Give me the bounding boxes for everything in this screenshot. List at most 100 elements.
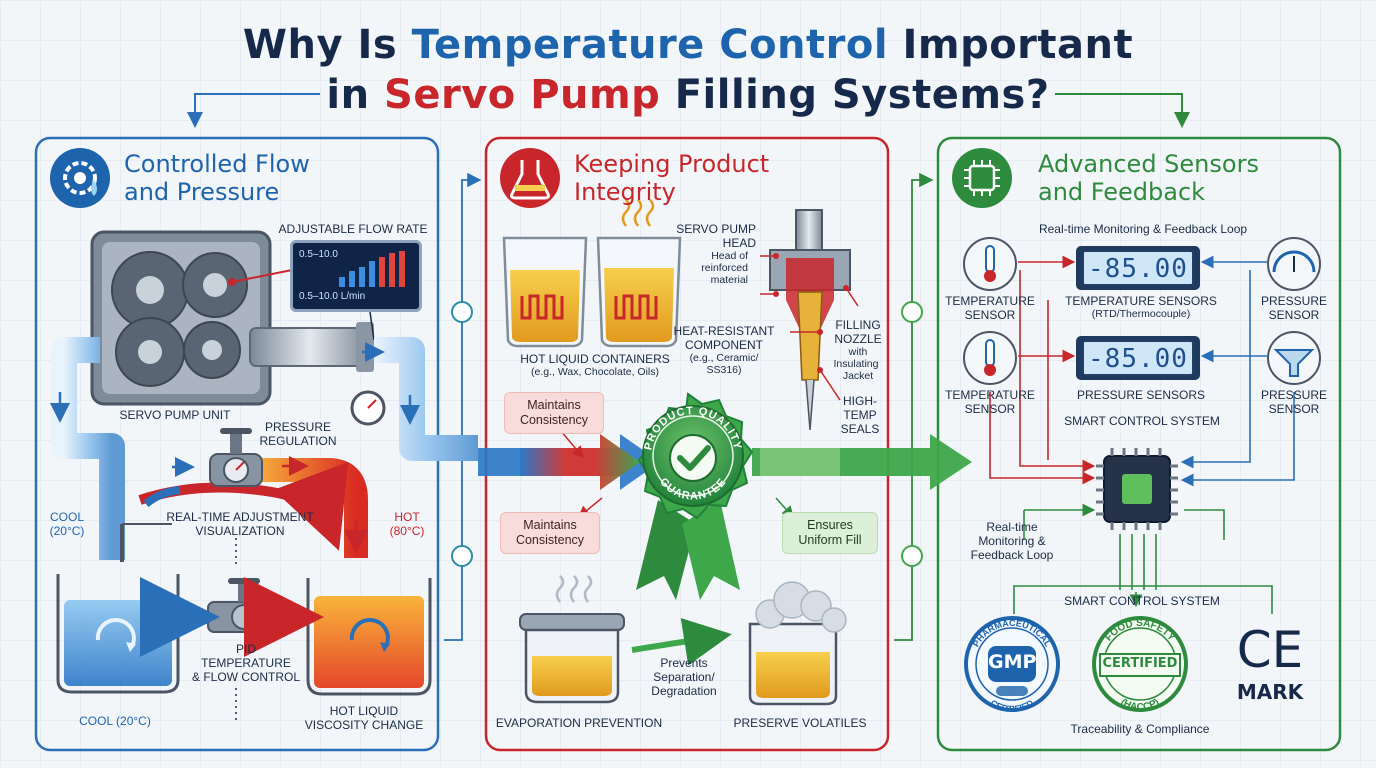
processor-chip-icon [1104,456,1170,522]
panel-title-line-2: Integrity [574,178,676,206]
panel-title-line-1: Advanced Sensors [1038,150,1259,178]
pill-text: Consistency [519,413,589,427]
filling-nozzle-label-1: FILLING [835,318,881,332]
thermometer-icon [964,332,1016,384]
hot-label-2: (80°C) [389,524,425,538]
pressure-sensor-b-label-1: PRESSURE [1260,388,1328,402]
thermometer-icon [964,238,1016,290]
temperature-sensor-b-label-2: SENSOR [964,402,1016,416]
servo-head-label-2: HEAD [722,236,756,250]
hot-label-1: HOT [394,510,420,524]
traceability-label: Traceability & Compliance [1070,722,1210,736]
pressure-sensor-label-2: SENSOR [1268,308,1320,322]
pressure-display: -85.00 [1082,340,1194,376]
temperature-display: -85.00 [1082,250,1194,286]
title-highlight-servo-pump: Servo Pump [384,72,661,118]
flow-range-bottom: 0.5–10.0 L/min [299,291,366,302]
servo-head-label-5: material [710,274,748,286]
flow-bar [389,253,395,287]
flow-bar [359,267,365,287]
chip-icon [952,148,1012,208]
heat-resistant-label-2: COMPONENT [685,338,763,352]
servo-pump-unit-label: SERVO PUMP UNIT [119,408,231,422]
feedback-loop-title: Real-time Monitoring & Feedback Loop [1038,222,1248,236]
evaporation-prevention-label: EVAPORATION PREVENTION [495,716,663,730]
realtime-adjustment-label-1: REAL-TIME ADJUSTMENT [166,510,314,524]
checkmark-icon [668,430,718,480]
heat-resistant-label-3: (e.g., Ceramic/ [689,352,759,364]
prevents-label-3: Degradation [651,684,717,698]
maintains-consistency-pill-1: Maintains Consistency [504,392,604,434]
filling-nozzle-label-4: Insulating [833,358,879,370]
maintains-consistency-pill-2: Maintains Consistency [500,512,600,554]
title-part: Important [888,22,1134,68]
prevents-label-1: Prevents [660,656,708,670]
funnel-icon [1268,332,1320,384]
food-bottom-text: (HACCP) [1119,697,1162,713]
realtime-adjustment-label-2: VISUALIZATION [195,524,285,538]
pressure-regulation-label-2: REGULATION [259,434,337,448]
pid-label-2: TEMPERATURE [201,656,291,670]
servo-head-label-1: SERVO PUMP [676,222,756,236]
flask-icon [500,148,560,208]
panel-title-line-2: and Feedback [1038,178,1206,206]
filling-nozzle-label-5: Jacket [842,370,874,382]
filling-nozzle-label-3: with [848,346,868,358]
high-temp-seals-label-2: TEMP [843,408,877,422]
svg-text:(HACCP): (HACCP) [1119,697,1162,713]
pid-label-3: & FLOW CONTROL [191,670,300,684]
flow-range-top: 0.5–10.0 [299,249,338,260]
panel-title-line-2: and Pressure [124,178,280,206]
ce-mark-logo: CE MARK [1220,620,1320,712]
servo-head-label-4: reinforced [701,262,748,274]
high-temp-seals-label-3: SEALS [840,422,880,436]
cool-bottom-label: COOL (20°C) [79,714,151,728]
servo-head-label-3: Head of [711,250,748,262]
adjustable-flow-rate-label: ADJUSTABLE FLOW RATE [278,222,428,236]
containers-label-2: (e.g., Wax, Chocolate, Oils) [531,366,659,378]
ce-mark-text: MARK [1236,680,1304,704]
high-temp-seals-label-1: HIGH- [843,394,877,408]
gmp-bottom-text: CERTIFIED [989,698,1036,715]
panel-title-line-1: Controlled Flow [124,150,310,178]
flow-rate-screen: 0.5–10.0 0.5–10.0 L/min [290,240,422,312]
prevents-label-2: Separation/ [653,670,715,684]
pressure-sensor-label-1: PRESSURE [1260,294,1328,308]
flow-bar [349,271,355,287]
feedback-loop-side-3: Feedback Loop [970,548,1054,562]
feedback-loop-side-2: Monitoring & [978,534,1046,548]
gear-droplet-icon [50,148,110,208]
pill-text: Consistency [515,533,585,547]
pid-label-1: PID [235,642,256,656]
pressure-sensor-b-label-2: SENSOR [1268,402,1320,416]
title-part: Why Is [242,22,412,68]
hot-liquid-label-1: HOT LIQUID [329,704,399,718]
food-certified-text: CERTIFIED [1102,656,1178,671]
title-highlight-temperature: Temperature Control [411,22,889,68]
flow-bar [399,251,405,287]
cool-label-2: (20°C) [49,524,85,538]
filling-nozzle-label-2: NOZZLE [834,332,882,346]
cool-label-1: COOL [49,510,84,524]
heat-resistant-label-1: HEAT-RESISTANT [673,324,775,338]
page-title-line-1: Why Is Temperature Control Important [0,22,1376,68]
flow-bar [369,261,375,287]
temperature-sensor-label-1: TEMPERATURE [945,294,1035,308]
temperature-sensors-label-2: (RTD/Thermocouple) [1091,308,1191,320]
pill-text: Uniform Fill [798,533,862,547]
preserve-volatiles-label: PRESERVE VOLATILES [733,716,867,730]
pill-text: Maintains [527,398,581,412]
feedback-loop-side-1: Real-time [986,520,1038,534]
heat-resistant-label-4: SS316) [706,364,742,376]
hot-liquid-label-2: VISCOSITY CHANGE [304,718,424,732]
pill-text: Maintains [523,518,577,532]
gmp-text: GMP [988,651,1037,673]
title-part: in [326,72,385,118]
pressure-gauge-icon [1268,238,1320,290]
svg-text:CERTIFIED: CERTIFIED [989,698,1036,715]
title-part: Filling Systems? [660,72,1050,118]
temperature-sensors-label-1: TEMPERATURE SENSORS [1065,294,1217,308]
containers-label-1: HOT LIQUID CONTAINERS [520,352,670,366]
pressure-regulation-label-1: PRESSURE [264,420,332,434]
panel-title-line-1: Keeping Product [574,150,770,178]
